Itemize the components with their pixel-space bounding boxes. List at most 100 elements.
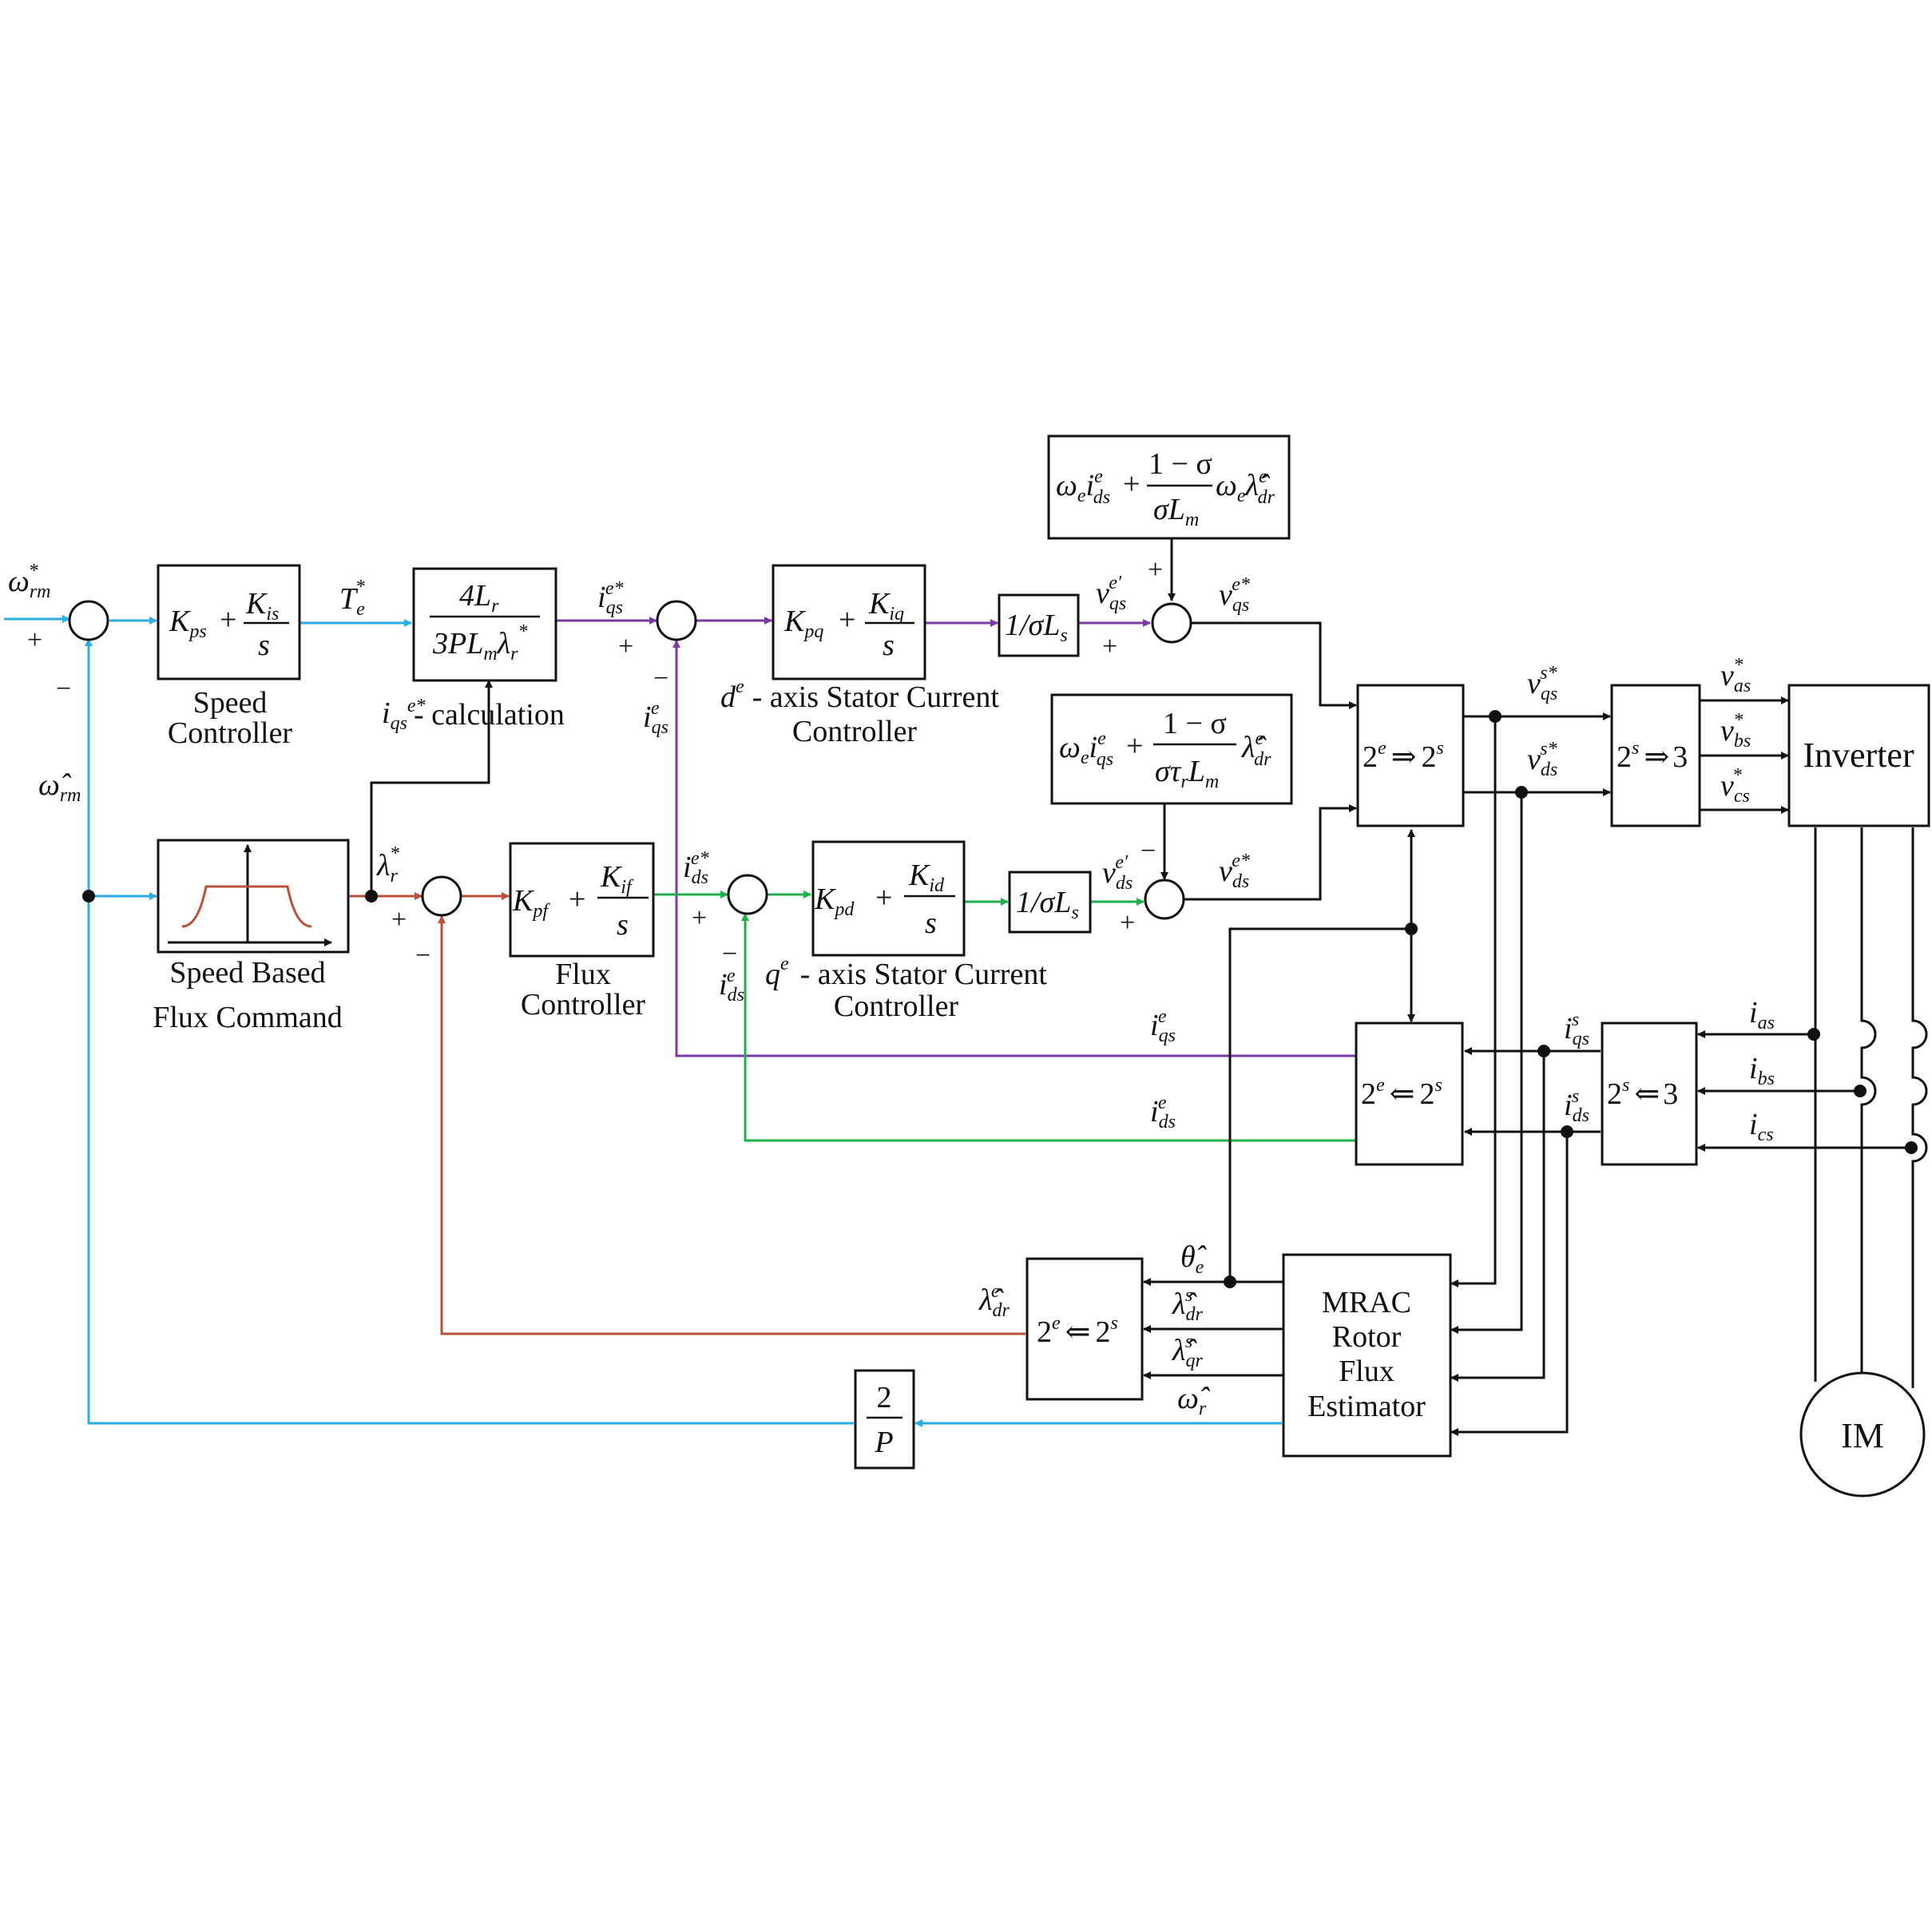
sign-minus: − [722, 939, 737, 969]
flux-command-caption: Flux Command [153, 1001, 343, 1034]
sign-minus: − [56, 674, 71, 704]
wire-ids-s-to-mrac [1450, 1132, 1569, 1436]
ki-symbol: K [245, 587, 268, 621]
inverse-sigma-ls-block-bottom: 1/σLs [1008, 871, 1092, 934]
label-vds-ref: vdse* [1219, 851, 1250, 892]
junction-ibs [1854, 1085, 1867, 1097]
svg-text:1 − σ: 1 − σ [1148, 447, 1212, 481]
label-ias: ias [1749, 996, 1775, 1033]
svg-text:1 − σ: 1 − σ [1163, 707, 1227, 740]
flux-controller-caption: Controller [521, 988, 646, 1022]
junction-ics [1905, 1141, 1918, 1154]
label-ibs: ibs [1749, 1052, 1775, 1089]
sign-plus: + [1148, 555, 1163, 585]
svg-text:Kps: Kps [169, 605, 207, 642]
label-lambda-dr-s: λ̂drs [1172, 1285, 1203, 1325]
flux-controller-caption: Flux [555, 958, 611, 991]
svg-text:Kpd: Kpd [814, 883, 855, 920]
mrac-rotor-flux-estimator-block: MRAC Rotor Flux Estimator [1282, 1253, 1452, 1458]
svg-text:2s⇒3: 2s⇒3 [1617, 738, 1688, 774]
svg-text:4Lr: 4Lr [459, 579, 499, 617]
sum-ids [727, 874, 768, 915]
sign-plus: + [27, 625, 42, 655]
q-controller-caption: Controller [834, 990, 959, 1023]
label-lambda-dr-e: λ̂dre [978, 1281, 1010, 1321]
iqs-calc-caption: - calculation [414, 698, 565, 732]
wire-ids-feedback [741, 913, 1355, 1142]
iqs-calc-caption-sym: iqse* [382, 696, 426, 734]
sign-plus: + [1120, 908, 1135, 938]
wire-iqs-feedback [672, 640, 1355, 1057]
iqs-calculation-block: 4Lr 3PLmλr* [412, 567, 557, 682]
label-vcs: vcs* [1720, 765, 1750, 807]
label-omega-ref: ωrm* [8, 561, 51, 602]
transform-2s-to-2e-block: 2e⇐2s [1355, 1022, 1464, 1166]
flux-controller-block: Kpf + Kif s [509, 842, 655, 958]
svg-text:Estimator: Estimator [1307, 1390, 1426, 1423]
svg-text:2e⇐2s: 2e⇐2s [1037, 1313, 1118, 1349]
inverse-sigma-ls-block-top: 1/σLs [998, 593, 1080, 657]
sum-speed [68, 600, 109, 641]
svg-text:2e⇒2s: 2e⇒2s [1363, 738, 1444, 774]
svg-text:σLm: σLm [1153, 493, 1199, 530]
sign-plus: + [1102, 632, 1117, 661]
label-ics: ics [1749, 1108, 1774, 1145]
junction-vqs-s [1489, 710, 1502, 723]
junction-theta-bus [1405, 922, 1418, 935]
svg-text:1/σLs: 1/σLs [1016, 886, 1079, 923]
speed-controller-block: Kps + Kis s [157, 564, 301, 680]
transform-3-to-2s-block: 2s⇐3 [1601, 1022, 1698, 1166]
induction-motor: IM [1799, 1371, 1926, 1498]
label-te-ref: Te* [339, 577, 365, 620]
wire-phase-c [1911, 827, 1928, 1388]
wire-lambda-to-calc [370, 680, 493, 896]
svg-text:Rotor: Rotor [1332, 1320, 1402, 1354]
svg-text:+: + [839, 603, 855, 637]
wire-phase-b [1860, 827, 1877, 1382]
svg-text:1/σLs: 1/σLs [1005, 609, 1068, 646]
svg-text:ωeλ̂edr: ωeλ̂edr [1216, 466, 1275, 508]
wire-vds-s-to-mrac [1450, 792, 1523, 1334]
junction-lambda [365, 890, 378, 903]
svg-text:2: 2 [877, 1381, 892, 1414]
inverter-label: Inverter [1803, 736, 1914, 775]
wire-flux-feedback [438, 915, 1026, 1335]
label-ids-fb: idse [719, 966, 744, 1006]
label-vqs-s: vqss* [1527, 663, 1557, 704]
label-iqs-s: iqss [1564, 1010, 1589, 1049]
inverter-block: Inverter [1787, 684, 1930, 827]
svg-text:+: + [569, 883, 585, 916]
svg-text:2e⇐2s: 2e⇐2s [1361, 1075, 1442, 1111]
label-lambda-ref: λr* [376, 843, 399, 887]
sum-vds [1144, 879, 1185, 920]
sum-flux [421, 875, 462, 917]
wire-vqs-ref [1192, 621, 1357, 709]
junction-ids-s [1561, 1125, 1573, 1138]
svg-text:Kid: Kid [908, 859, 945, 896]
label-iqs-ref: iqse* [597, 578, 624, 618]
sign-minus: − [1141, 836, 1156, 866]
wire-vqs-s-to-mrac [1450, 716, 1497, 1287]
wire-iqs-s-to-mrac [1450, 1051, 1545, 1382]
svg-text:Kif: Kif [600, 860, 634, 898]
label-ids-ref: idse* [683, 848, 709, 888]
svg-text:s: s [617, 908, 629, 942]
transform-2e-to-2s-block: 2e⇒2s [1356, 684, 1465, 827]
svg-text:s: s [883, 629, 895, 662]
svg-text:2s⇐3: 2s⇐3 [1607, 1075, 1678, 1111]
d-controller-caption: Controller [792, 715, 918, 748]
junction-iqs-s [1537, 1045, 1550, 1057]
flux-command-caption: Speed Based [169, 956, 325, 990]
sign-plus: + [692, 903, 707, 933]
sum-iqs [656, 600, 697, 641]
label-vbs: vbs* [1720, 710, 1751, 752]
flux-transform-block: 2e⇐2s [1026, 1257, 1144, 1401]
label-vds-s: vdss* [1527, 739, 1557, 780]
sum-vqs [1151, 602, 1192, 644]
